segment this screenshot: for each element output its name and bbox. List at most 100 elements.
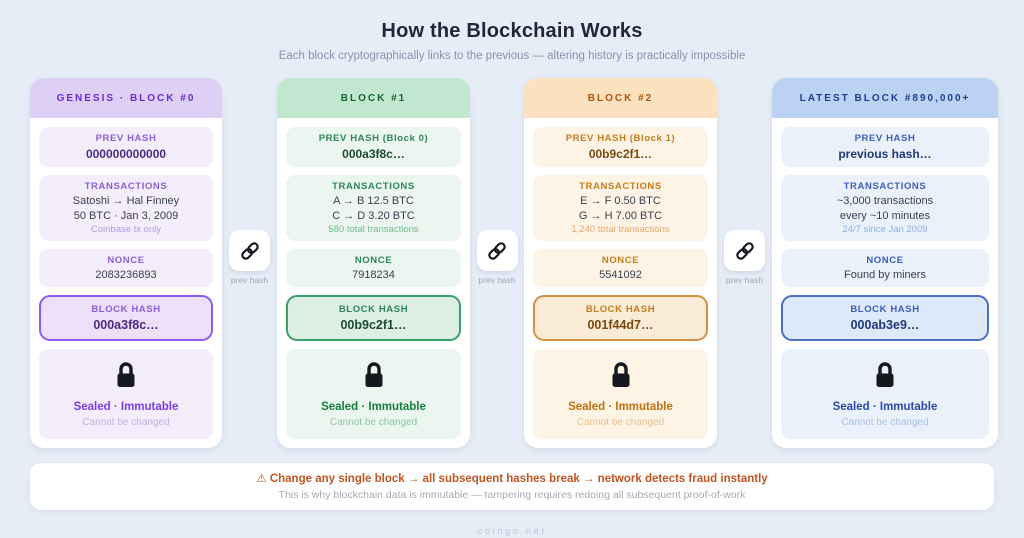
chain-link-icon xyxy=(229,230,270,271)
transaction-line: 50 BTC · Jan 3, 2009 xyxy=(73,210,179,222)
block-hash-box: BLOCK HASH 001f44d7… xyxy=(533,295,708,341)
block-body: PREV HASH (Block 1) 00b9c2f1… TRANSACTIO… xyxy=(524,118,717,448)
block-card-1: BLOCK #1 PREV HASH (Block 0) 000a3f8c… T… xyxy=(277,78,470,448)
block-hash-label: BLOCK HASH xyxy=(850,304,920,315)
prev-hash-label: PREV HASH xyxy=(854,133,916,144)
block-body: PREV HASH 000000000000 TRANSACTIONS Sato… xyxy=(30,118,222,448)
block-hash-label: BLOCK HASH xyxy=(585,304,656,315)
transactions-label: TRANSACTIONS xyxy=(843,181,927,192)
prev-hash-caption: prev hash xyxy=(725,275,764,285)
prev-hash-label: PREV HASH (Block 1) xyxy=(565,133,676,144)
block-header-label: GENESIS · BLOCK #0 xyxy=(56,92,196,104)
nonce-label: NONCE xyxy=(354,255,393,266)
block-header-label: BLOCK #1 xyxy=(340,92,407,104)
block-hash-box: BLOCK HASH 000ab3e9… xyxy=(781,295,989,341)
page-title: How the Blockchain Works xyxy=(381,20,643,42)
cannot-change-text: Cannot be changed xyxy=(329,417,418,428)
block-card-2: BLOCK #2 PREV HASH (Block 1) 00b9c2f1… T… xyxy=(524,78,717,448)
nonce-label: NONCE xyxy=(107,255,145,266)
nonce-value: 2083236893 xyxy=(95,269,157,281)
chain-link-icon xyxy=(476,230,518,271)
block-hash-value: 000a3f8c… xyxy=(93,318,159,332)
warning-line-1: ⚠ Change any single block → all subseque… xyxy=(256,473,768,485)
block-hash-box: BLOCK HASH 00b9c2f1… xyxy=(286,295,461,341)
transactions-box: TRANSACTIONS Satoshi → Hal Finney 50 BTC… xyxy=(39,175,213,241)
lock-icon xyxy=(362,361,386,389)
lock-icon xyxy=(609,361,633,389)
nonce-box: NONCE Found by miners xyxy=(781,249,989,287)
cannot-change-text: Cannot be changed xyxy=(841,417,929,428)
prev-hash-box: PREV HASH (Block 1) 00b9c2f1… xyxy=(533,127,708,167)
transaction-line: every ~10 minutes xyxy=(839,210,931,222)
prev-hash-box: PREV HASH previous hash… xyxy=(781,127,989,167)
block-header: BLOCK #1 xyxy=(277,78,470,118)
transactions-note: Coinbase tx only xyxy=(90,224,162,235)
prev-hash-caption: prev hash xyxy=(478,275,516,285)
block-header-label: LATEST BLOCK #890,000+ xyxy=(799,92,971,104)
sealed-box: Sealed · Immutable Cannot be changed xyxy=(533,349,708,439)
chain-connector: prev hash xyxy=(717,230,772,285)
transaction-line: A → B 12.5 BTC xyxy=(333,195,414,207)
transactions-note: 24/7 since Jan 2009 xyxy=(842,224,928,235)
sealed-text: Sealed · Immutable xyxy=(568,401,673,413)
prev-hash-value: previous hash… xyxy=(838,147,932,161)
block-header: LATEST BLOCK #890,000+ xyxy=(772,78,998,118)
nonce-label: NONCE xyxy=(866,255,904,266)
lock-icon xyxy=(873,361,897,389)
block-hash-value: 000ab3e9… xyxy=(850,318,920,332)
block-header: BLOCK #2 xyxy=(524,78,717,118)
block-card-genesis: GENESIS · BLOCK #0 PREV HASH 00000000000… xyxy=(30,78,222,448)
transactions-label: TRANSACTIONS xyxy=(84,181,168,192)
sealed-box: Sealed · Immutable Cannot be changed xyxy=(286,349,461,439)
transactions-note: 580 total transactions xyxy=(328,224,419,235)
block-hash-value: 00b9c2f1… xyxy=(340,318,407,332)
transactions-box: TRANSACTIONS ~3,000 transactions every ~… xyxy=(781,175,989,241)
prev-hash-label: PREV HASH xyxy=(95,133,157,144)
chain-connector: prev hash xyxy=(470,230,524,285)
sealed-box: Sealed · Immutable Cannot be changed xyxy=(781,349,989,439)
page-subtitle: Each block cryptographically links to th… xyxy=(278,50,746,62)
transaction-line: E → F 0.50 BTC xyxy=(580,195,661,207)
transaction-line: C → D 3.20 BTC xyxy=(332,210,415,222)
transaction-line: G → H 7.00 BTC xyxy=(578,210,663,222)
block-body: PREV HASH previous hash… TRANSACTIONS ~3… xyxy=(772,118,998,448)
transactions-box: TRANSACTIONS A → B 12.5 BTC C → D 3.20 B… xyxy=(286,175,461,241)
blocks-row: GENESIS · BLOCK #0 PREV HASH 00000000000… xyxy=(30,78,998,448)
transactions-box: TRANSACTIONS E → F 0.50 BTC G → H 7.00 B… xyxy=(533,175,708,241)
sealed-text: Sealed · Immutable xyxy=(832,401,938,413)
footer-watermark: coingo.net xyxy=(477,526,547,537)
block-hash-label: BLOCK HASH xyxy=(338,304,409,315)
cannot-change-text: Cannot be changed xyxy=(82,417,170,428)
transactions-label: TRANSACTIONS xyxy=(332,181,415,192)
warning-line-2: This is why blockchain data is immutable… xyxy=(278,489,746,501)
prev-hash-value: 000000000000 xyxy=(85,147,167,161)
nonce-value: 5541092 xyxy=(599,269,642,281)
heading: How the Blockchain Works Each block cryp… xyxy=(0,0,1024,62)
sealed-text: Sealed · Immutable xyxy=(73,401,179,413)
prev-hash-caption: prev hash xyxy=(230,275,269,285)
nonce-value: 7918234 xyxy=(352,269,395,281)
prev-hash-box: PREV HASH (Block 0) 000a3f8c… xyxy=(286,127,461,167)
block-body: PREV HASH (Block 0) 000a3f8c… TRANSACTIO… xyxy=(277,118,470,448)
nonce-label: NONCE xyxy=(601,255,640,266)
chain-link-icon xyxy=(724,230,765,271)
transaction-line: Satoshi → Hal Finney xyxy=(72,195,180,207)
sealed-text: Sealed · Immutable xyxy=(321,401,426,413)
prev-hash-value: 000a3f8c… xyxy=(342,147,405,161)
transactions-label: TRANSACTIONS xyxy=(579,181,662,192)
block-hash-box: BLOCK HASH 000a3f8c… xyxy=(39,295,213,341)
cannot-change-text: Cannot be changed xyxy=(576,417,665,428)
block-hash-value: 001f44d7… xyxy=(587,318,654,332)
prev-hash-value: 00b9c2f1… xyxy=(588,147,653,161)
block-header-label: BLOCK #2 xyxy=(587,92,654,104)
nonce-box: NONCE 2083236893 xyxy=(39,249,213,287)
warning-banner: ⚠ Change any single block → all subseque… xyxy=(30,463,994,510)
block-header: GENESIS · BLOCK #0 xyxy=(30,78,222,118)
sealed-box: Sealed · Immutable Cannot be changed xyxy=(39,349,213,439)
block-hash-label: BLOCK HASH xyxy=(91,304,161,315)
prev-hash-label: PREV HASH (Block 0) xyxy=(318,133,429,144)
transaction-line: ~3,000 transactions xyxy=(836,195,934,207)
chain-connector: prev hash xyxy=(222,230,277,285)
prev-hash-box: PREV HASH 000000000000 xyxy=(39,127,213,167)
